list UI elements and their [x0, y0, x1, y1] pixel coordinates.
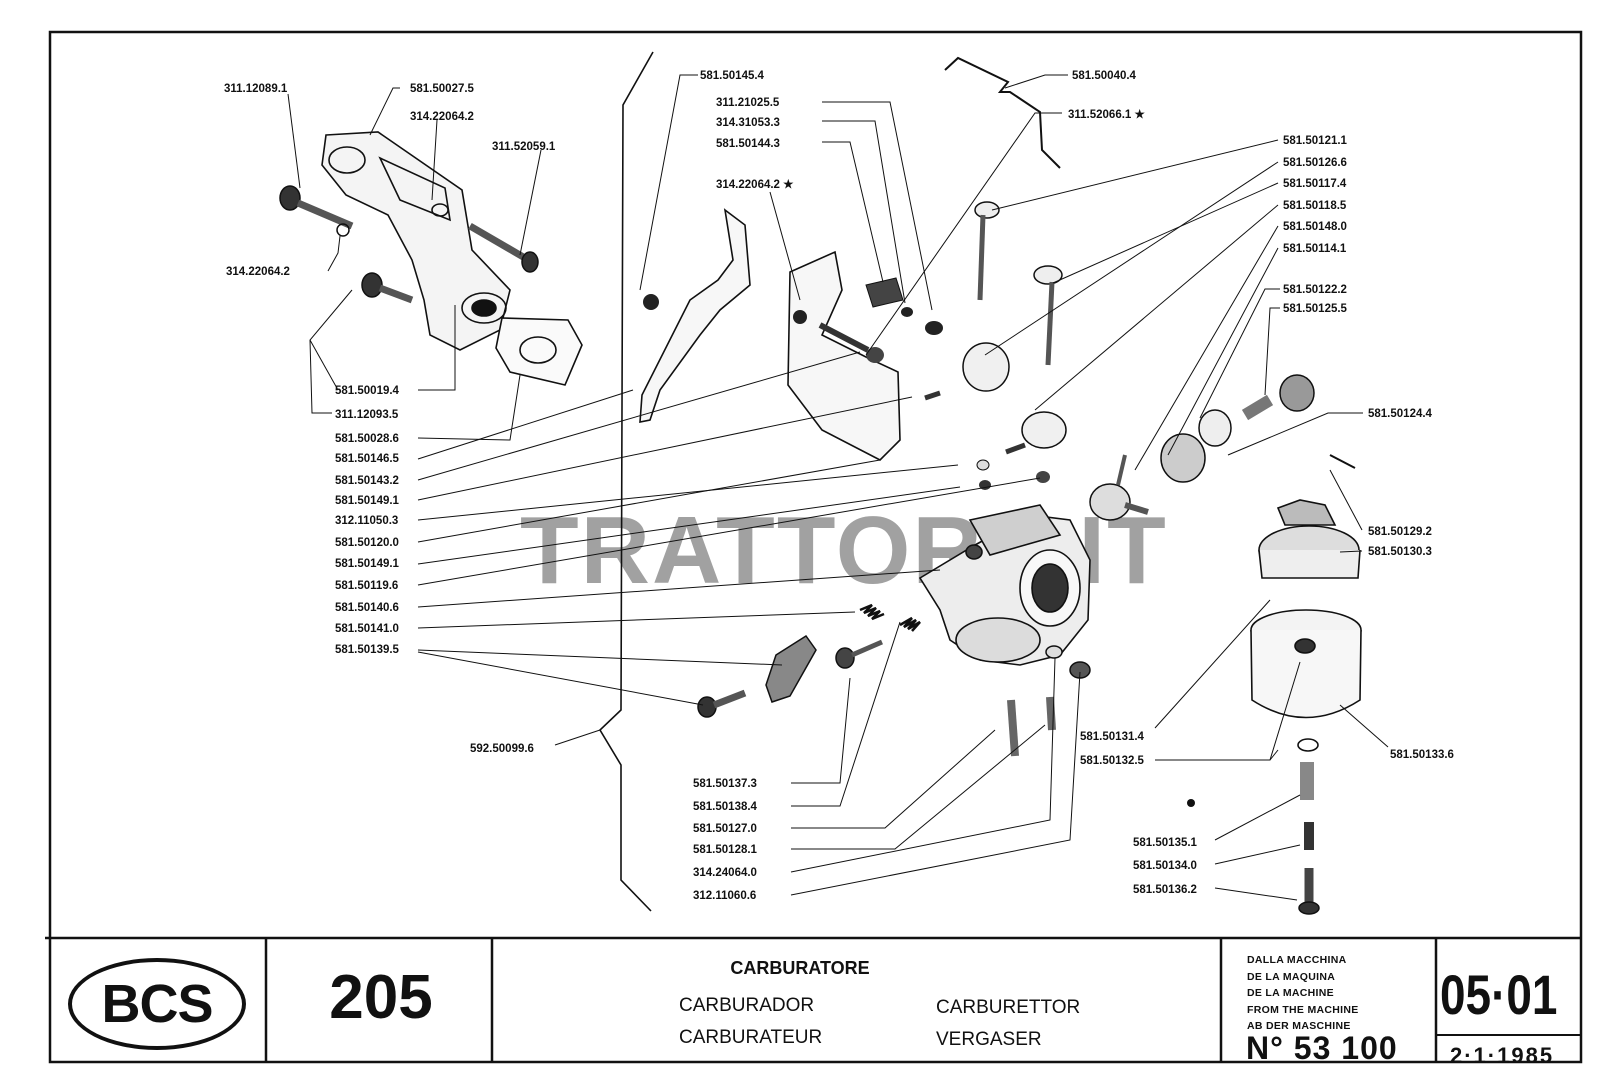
labels-left: 311.12089.1 581.50027.5 314.22064.2 311.…	[224, 83, 556, 755]
caption-line: AB DER MASCHINE	[1247, 1020, 1351, 1032]
caption-line: DALLA MACCHINA	[1247, 954, 1347, 966]
washer-314-22064	[336, 223, 350, 237]
labels-right: 581.50121.1 581.50126.6 581.50117.4 581.…	[1080, 135, 1454, 896]
part-label: 581.50140.6	[335, 602, 399, 614]
part-label: 581.50149.1	[335, 495, 400, 507]
throttle-lever	[639, 208, 751, 423]
part-label: 581.50122.2	[1283, 284, 1347, 296]
needle-valves	[1007, 645, 1091, 757]
labels-bottom: 581.50137.3 581.50138.4 581.50127.0 581.…	[693, 778, 758, 902]
part-label: 311.21025.5	[716, 97, 780, 109]
caption-line: FROM THE MACHINE	[1247, 1003, 1359, 1016]
drawing-date: 2·1·1985	[1450, 1043, 1555, 1068]
part-label: 581.50136.2	[1133, 884, 1197, 896]
part-label: 581.50130.3	[1368, 546, 1432, 558]
part-label: 314.31053.3	[716, 117, 780, 129]
part-label: 581.50125.5	[1283, 303, 1348, 315]
part-label: 581.50149.1	[335, 558, 400, 570]
fuel-inlet-fitting	[1089, 454, 1149, 521]
part-label: 581.50121.1	[1283, 135, 1348, 147]
part-label: 581.50145.4	[700, 70, 765, 82]
choke-plate	[1021, 411, 1067, 449]
title-translation-de: VERGASER	[936, 1029, 1042, 1050]
bolt-311-12089	[279, 185, 354, 230]
main-jet-assembly	[1298, 762, 1320, 915]
model-number: 205	[329, 963, 433, 1032]
part-label: 581.50120.0	[335, 537, 399, 549]
part-label: 311.12089.1	[224, 83, 288, 95]
title-translation-en: CARBURETTOR	[936, 997, 1081, 1018]
part-label: 581.50127.0	[693, 823, 757, 835]
float-bowl	[1250, 499, 1362, 752]
intake-manifold	[321, 131, 583, 386]
machine-number: N° 53 100	[1246, 1030, 1398, 1066]
spring-581-50140	[859, 603, 885, 621]
choke-shaft	[974, 201, 1063, 366]
throttle-plate	[962, 342, 1010, 392]
part-label: 581.50027.5	[410, 83, 475, 95]
part-label: 592.50099.6	[470, 743, 534, 755]
part-label: 312.11060.6	[693, 890, 756, 902]
part-label: 581.50119.6	[335, 580, 398, 592]
part-label: 314.24064.0	[693, 867, 757, 879]
part-label: 581.50040.4	[1072, 70, 1137, 82]
title-translation-fr: CARBURATEUR	[679, 1027, 823, 1048]
part-label: 581.50143.2	[335, 475, 399, 487]
page-code: 05·01	[1440, 963, 1558, 1026]
part-label: 312.11050.3	[335, 515, 398, 527]
part-label: 581.50144.3	[716, 138, 780, 150]
part-label: 581.50141.0	[335, 623, 399, 635]
part-label: 311.12093.5	[335, 409, 399, 421]
part-label: 581.50137.3	[693, 778, 757, 790]
idle-screw	[835, 639, 883, 669]
spring-581-50138	[899, 616, 921, 632]
labels-top: 581.50145.4 311.21025.5 314.31053.3 581.…	[700, 70, 1146, 191]
part-label: 581.50131.4	[1080, 731, 1145, 743]
part-label: 581.50114.1	[1283, 243, 1347, 255]
part-label: 581.50118.5	[1283, 200, 1347, 212]
part-label: 581.50126.6	[1283, 157, 1347, 169]
part-label: 581.50019.4	[335, 385, 400, 397]
choke-rod	[944, 56, 1061, 169]
part-label: 311.52059.1	[492, 141, 556, 153]
caption-line: DE LA MACHINE	[1247, 987, 1334, 999]
part-label: 581.50117.4	[1283, 178, 1347, 190]
part-label: 314.22064.2	[226, 266, 290, 278]
part-label: 581.50139.5	[335, 644, 400, 656]
caption-line: DE LA MAQUINA	[1247, 970, 1336, 983]
brand-name: BCS	[101, 974, 213, 1034]
sheet-frame	[48, 30, 1583, 1064]
part-label: 581.50134.0	[1133, 860, 1197, 872]
part-label: 581.50124.4	[1368, 408, 1433, 420]
part-label: 581.50148.0	[1283, 221, 1347, 233]
from-machine-caption: DALLA MACCHINA DE LA MAQUINA DE LA MACHI…	[1247, 952, 1359, 1035]
screw-581-50145	[643, 294, 659, 310]
part-label: 581.50028.6	[335, 433, 399, 445]
part-label: 311.52066.1 ★	[1068, 108, 1146, 121]
throttle-stop	[765, 634, 817, 703]
part-label: 581.50128.1	[693, 844, 758, 856]
screw-581-50139	[697, 689, 747, 718]
part-label: 581.50132.5	[1080, 755, 1145, 767]
part-label: 581.50146.5	[335, 453, 400, 465]
part-label: 581.50129.2	[1368, 526, 1432, 538]
drawing-title: CARBURATORE	[730, 958, 870, 978]
brand-logo: BCS	[68, 958, 246, 1050]
title-translation-es: CARBURADOR	[679, 995, 815, 1016]
part-label: 314.22064.2	[410, 111, 474, 123]
carburetor-body	[918, 504, 1091, 666]
throttle-bracket	[787, 250, 901, 461]
part-label: 314.22064.2 ★	[716, 178, 794, 191]
filter-parts	[1160, 374, 1315, 483]
bolt-311-52059	[468, 222, 539, 273]
bolt-311-12093	[361, 272, 414, 304]
part-label: 581.50138.4	[693, 801, 758, 813]
part-label: 581.50135.1	[1133, 837, 1198, 849]
part-label: 581.50133.6	[1390, 749, 1454, 761]
leader-lines	[287, 74, 1389, 901]
